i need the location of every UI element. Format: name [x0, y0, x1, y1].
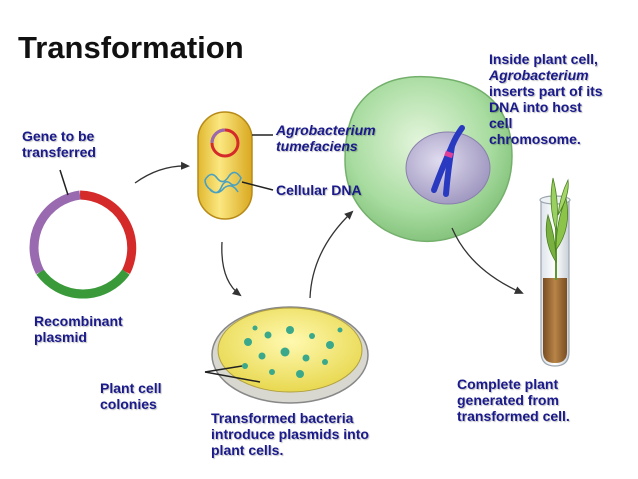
plasmid-label: Recombinant plasmid — [34, 313, 123, 345]
bacteria-label-line-1: Transformed bacteria — [211, 410, 354, 426]
inside-cell-line-6: chromosome. — [489, 131, 581, 147]
bacteria-label-line-3: plant cells. — [211, 442, 284, 458]
gene-label: Gene to be transferred — [22, 128, 96, 160]
agro-label-line-2: tumefaciens — [276, 138, 358, 154]
inside-cell-line-1: Inside plant cell, — [489, 51, 598, 67]
inside-cell-line-5: cell — [489, 115, 513, 131]
cellular-dna-label: Cellular DNA — [276, 182, 362, 198]
cellular-dna-coil — [204, 171, 242, 194]
page-title: Transformation — [18, 30, 244, 65]
plant-cell — [344, 75, 513, 243]
plant-label-line-2: generated from — [457, 392, 559, 408]
agro-label-line-1: Agrobacterium — [276, 122, 376, 138]
inside-cell-line-3: inserts part of its — [489, 83, 603, 99]
colonies-label: Plant cell colonies — [100, 380, 161, 412]
colonies-label-line-1: Plant cell — [100, 380, 162, 396]
plasmid-gene-segment — [79, 190, 137, 275]
inside-cell-line-4: DNA into host — [489, 99, 582, 115]
arrow-plasmid-to-bacterium — [134, 161, 190, 184]
plant-label-line-3: transformed cell. — [457, 408, 570, 424]
colony-dots — [242, 325, 343, 378]
leaf-left — [545, 213, 557, 264]
plant-label-line-1: Complete plant — [457, 376, 559, 392]
gene-pointer-line — [59, 169, 69, 196]
agrobacterium-cell — [197, 111, 274, 220]
arrow-bacterium-to-dish — [221, 241, 242, 297]
dna-pointer-line — [241, 181, 274, 191]
recombinant-plasmid — [29, 169, 137, 299]
plasmid-label-line-2: plasmid — [34, 329, 87, 345]
plasmid-purple-segment — [29, 190, 81, 275]
plasmid-label-line-1: Recombinant — [34, 313, 123, 329]
plant-label: Complete plant generated from transforme… — [457, 376, 570, 424]
agrobacterium-label: Agrobacterium tumefaciens — [276, 122, 376, 154]
leaf-top — [550, 177, 558, 231]
bacteria-label-line-2: introduce plasmids into — [211, 426, 369, 442]
plasmid-green-segment — [36, 269, 130, 299]
gene-label-line-1: Gene to be — [22, 128, 95, 144]
colony-pointer-1 — [204, 365, 243, 373]
inside-cell-line-2: Agrobacterium — [489, 67, 589, 83]
inside-cell-label: Inside plant cell, Agrobacterium inserts… — [489, 51, 603, 147]
arrow-cell-to-plant — [451, 227, 524, 294]
chromosome-icon — [431, 125, 465, 197]
soil — [543, 278, 567, 363]
test-tube-plant — [539, 177, 571, 367]
bacteria-label: Transformed bacteria introduce plasmids … — [211, 410, 369, 458]
colony-pointer-2 — [204, 371, 261, 383]
petri-dish — [204, 306, 369, 404]
arrow-dish-to-plantcell — [309, 210, 354, 299]
gene-label-line-2: transferred — [22, 144, 96, 160]
colonies-label-line-2: colonies — [100, 396, 157, 412]
